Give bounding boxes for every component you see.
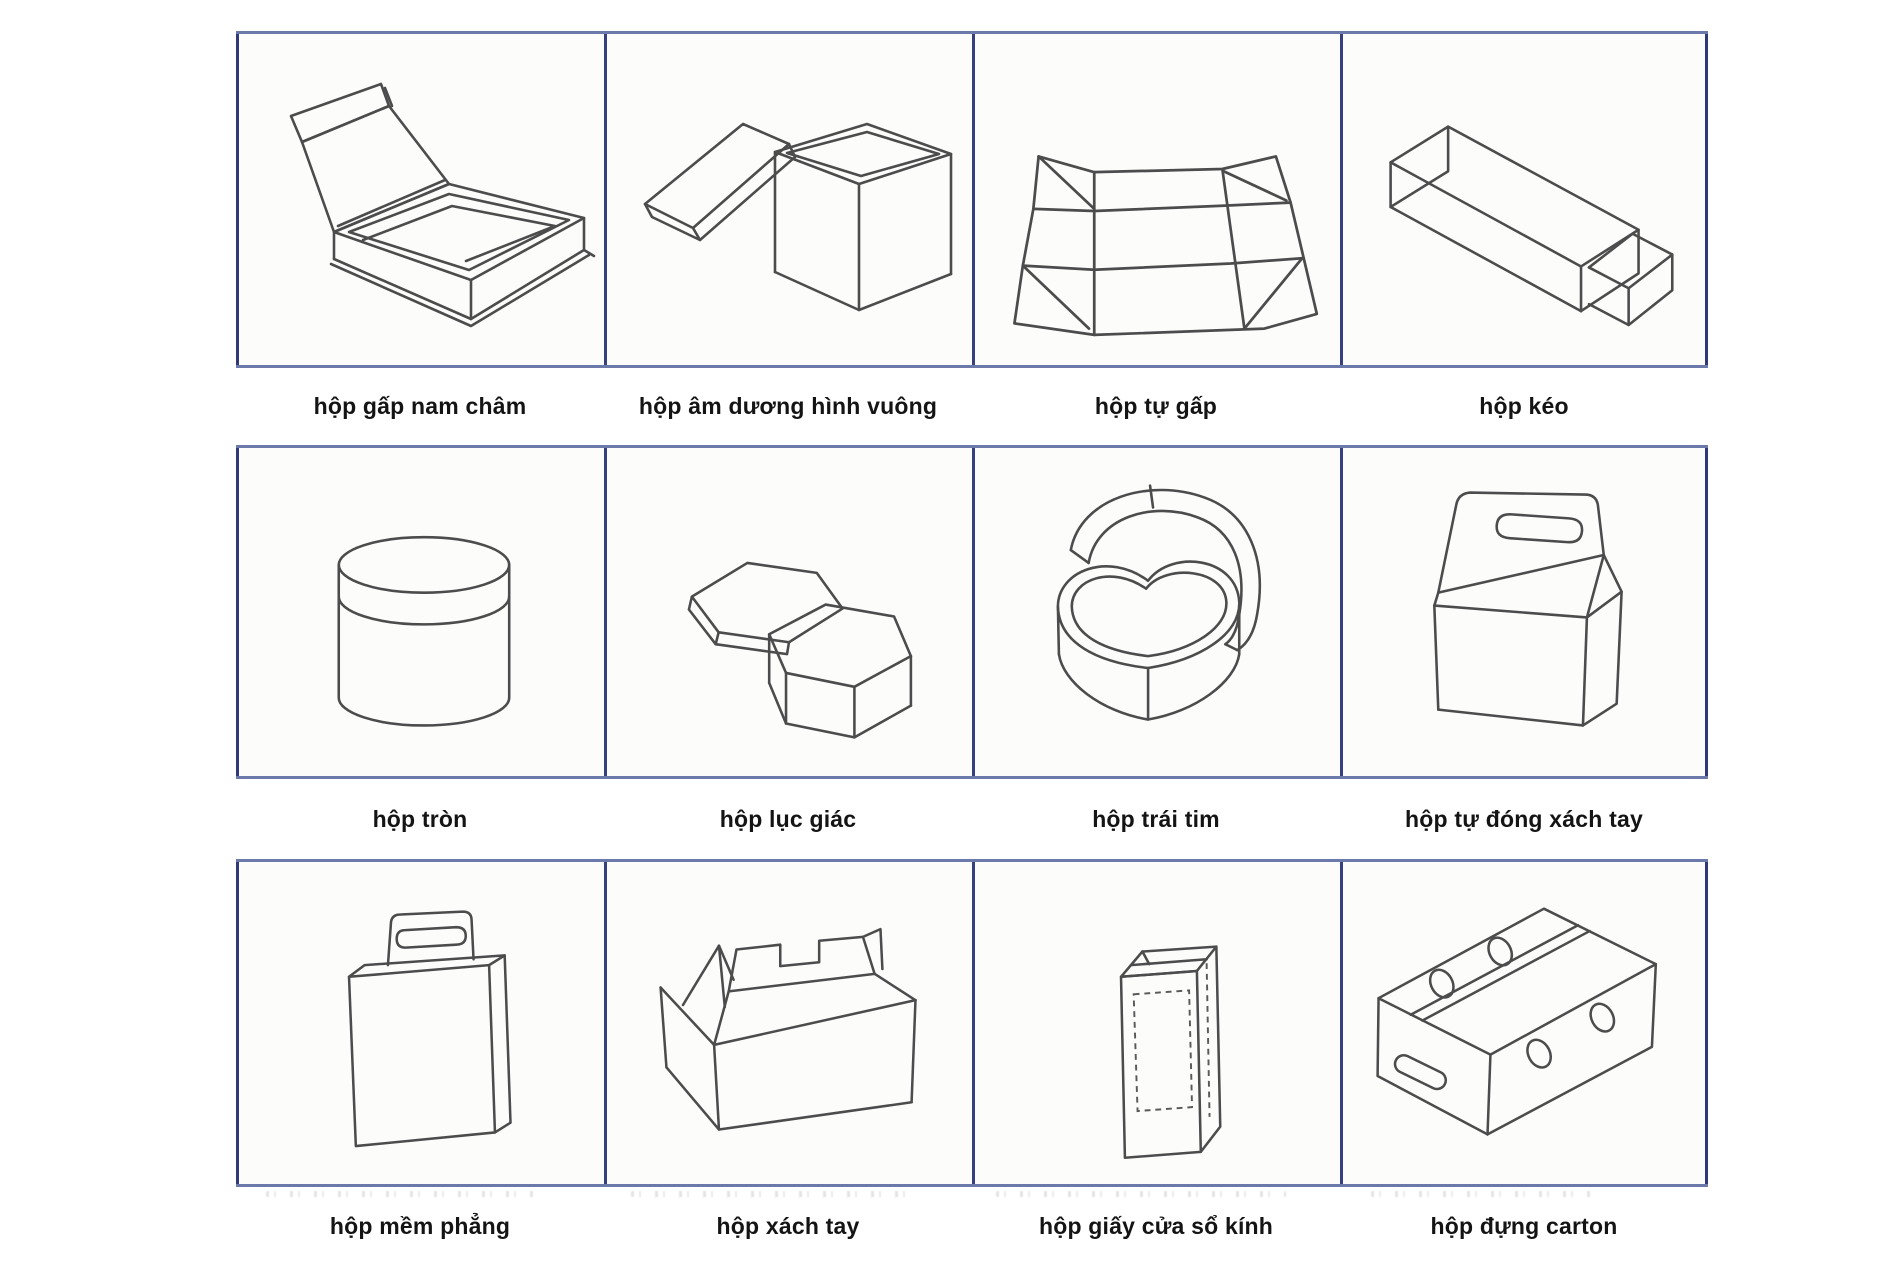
caption-drawer-sleeve-box: hộp kéo <box>1479 393 1569 419</box>
print-artifact <box>996 1191 1286 1197</box>
caption-row: hộp gấp nam châm hộp âm dương hình vuông… <box>236 368 1708 445</box>
cell-hexagon-box <box>604 448 972 776</box>
magnetic-folding-box-illustration <box>289 82 596 328</box>
caption-gable-carry-box: hộp tự đóng xách tay <box>1405 805 1643 832</box>
caption-flat-soft-hanging-box: hộp mềm phẳng <box>329 1213 511 1239</box>
cell-round-box <box>236 448 604 776</box>
caption-carton-shipping-box: hộp đựng carton <box>1430 1213 1618 1239</box>
square-two-piece-box-illustration <box>643 122 953 312</box>
cell-magnetic-folding-box <box>236 34 604 365</box>
cell-drawer-sleeve-box <box>1340 34 1708 365</box>
heart-box-illustration <box>1056 484 1261 721</box>
gable-carry-box-illustration <box>1433 491 1623 727</box>
caption-carry-handle-box: hộp xách tay <box>716 1213 860 1239</box>
carry-handle-box-illustration <box>659 927 917 1131</box>
box-types-table: hộp gấp nam châm hộp âm dương hình vuông… <box>236 0 1708 1266</box>
print-artifact <box>266 1191 536 1197</box>
round-box-illustration <box>337 535 511 727</box>
caption-self-folding-box: hộp tự gấp <box>1094 393 1218 419</box>
drawer-sleeve-box-illustration <box>1389 125 1674 327</box>
cell-window-paper-box <box>972 862 1340 1184</box>
cell-square-two-piece-box <box>604 34 972 365</box>
cell-heart-box <box>972 448 1340 776</box>
caption-heart-box: hộp trái tim <box>1092 805 1220 832</box>
caption-magnetic-folding-box: hộp gấp nam châm <box>313 393 527 419</box>
carton-shipping-box-illustration <box>1376 907 1658 1136</box>
caption-square-two-piece-box: hộp âm dương hình vuông <box>638 393 938 419</box>
self-folding-box-illustration <box>1013 155 1319 337</box>
hexagon-box-illustration <box>687 561 913 739</box>
window-paper-box-illustration <box>1119 945 1222 1159</box>
cell-carton-shipping-box <box>1340 862 1708 1184</box>
cell-carry-handle-box <box>604 862 972 1184</box>
caption-round-box: hộp tròn <box>372 805 468 832</box>
table-row <box>236 859 1708 1187</box>
table-row <box>236 445 1708 779</box>
caption-row: hộp tròn hộp lục giác hộp trái tim hộp t… <box>236 779 1708 859</box>
flat-soft-hanging-box-illustration <box>347 910 512 1148</box>
cell-self-folding-box <box>972 34 1340 365</box>
print-artifact <box>1371 1191 1591 1197</box>
table-row <box>236 31 1708 368</box>
caption-hexagon-box: hộp lục giác <box>719 805 857 832</box>
cell-flat-soft-hanging-box <box>236 862 604 1184</box>
caption-row: hộp mềm phẳng hộp xách tay hộp giấy cửa … <box>236 1187 1708 1266</box>
cell-gable-carry-box <box>1340 448 1708 776</box>
print-artifact <box>631 1191 911 1197</box>
caption-window-paper-box: hộp giấy cửa sổ kính <box>1038 1213 1274 1239</box>
